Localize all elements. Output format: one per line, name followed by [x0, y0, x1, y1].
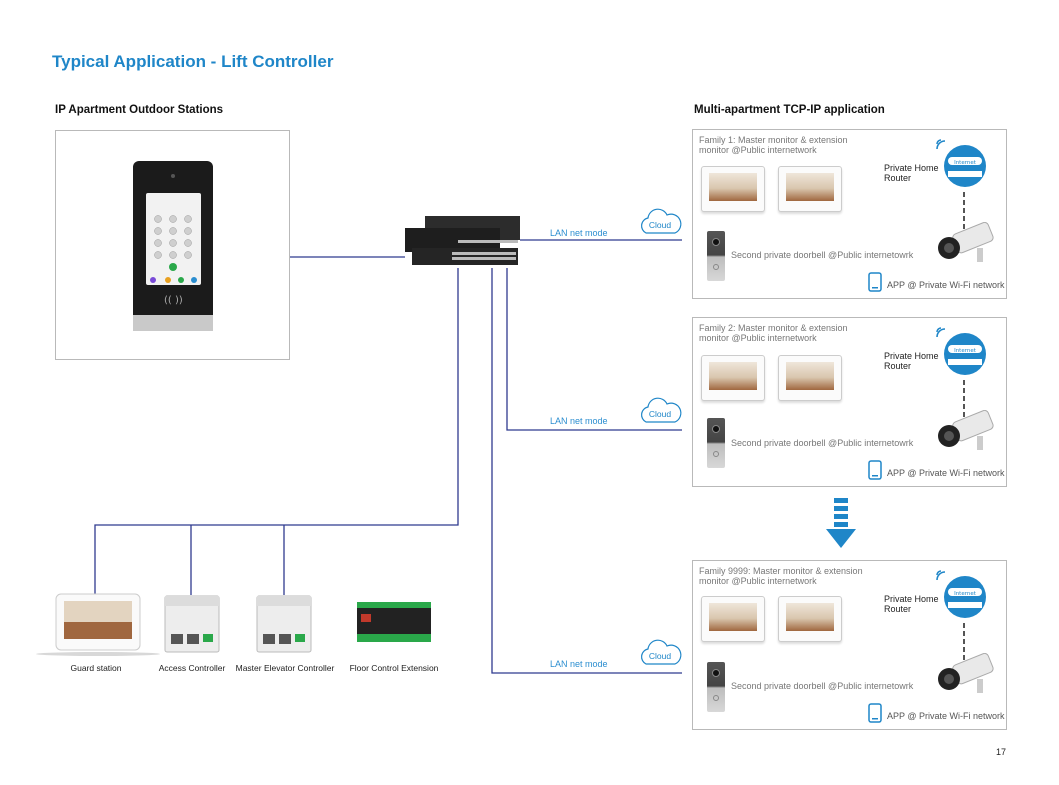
router-icon: Internet — [936, 570, 986, 618]
right-section-heading: Multi-apartment TCP-IP application — [694, 104, 885, 116]
cloud-label: Cloud — [649, 409, 671, 419]
cloud-label: Cloud — [649, 651, 671, 661]
ip-camera-icon — [938, 410, 994, 450]
page-number: 17 — [996, 747, 1007, 757]
cloud-icon: Cloud — [640, 208, 682, 234]
doorbell-label: Second private doorbell @Public internet… — [731, 250, 914, 260]
left-section-heading: IP Apartment Outdoor Stations — [55, 104, 224, 116]
floor-control-extension-icon — [357, 602, 431, 642]
device-label: Master Elevator Controller — [235, 663, 335, 673]
app-label: APP @ Private Wi-Fi network — [887, 280, 1005, 290]
page-title: Typical Application - Lift Controller — [52, 52, 334, 71]
lan-label: LAN net mode — [550, 659, 608, 669]
lan-label: LAN net mode — [550, 416, 608, 426]
extension-monitor — [778, 166, 842, 212]
ip-camera-icon — [938, 653, 994, 693]
svg-text:(( )): (( )) — [164, 295, 183, 306]
family-title: Family 2: Master monitor & extension mon… — [699, 323, 848, 343]
family-panel-9999 — [692, 560, 1007, 730]
lan-label: LAN net mode — [550, 228, 608, 238]
doorbell-icon — [707, 418, 725, 468]
app-label: APP @ Private Wi-Fi network — [887, 711, 1005, 721]
internet-label: Internet — [954, 348, 977, 354]
cloud-icon: Cloud — [640, 639, 682, 665]
family-title: Family 9999: Master monitor & extension … — [699, 566, 863, 586]
network-switch-icon — [405, 216, 520, 265]
router-camera-link — [963, 192, 965, 232]
router-icon: Internet — [936, 327, 986, 375]
cloud-label: Cloud — [649, 220, 671, 230]
router-camera-link — [963, 380, 965, 418]
smartphone-icon — [868, 272, 882, 292]
access-controller-icon — [164, 595, 220, 653]
master-monitor — [701, 596, 765, 642]
family-title: Family 1: Master monitor & extension mon… — [699, 135, 848, 155]
router-icon: Internet — [936, 139, 986, 187]
router-label: Private Home Router — [884, 351, 939, 371]
master-elevator-controller-icon — [256, 595, 312, 653]
device-label: Access Controller — [158, 663, 226, 673]
router-camera-link — [963, 623, 965, 661]
smartphone-icon — [868, 460, 882, 480]
extension-monitor — [778, 596, 842, 642]
master-monitor — [701, 355, 765, 401]
down-arrow-icon — [826, 498, 856, 548]
outdoor-station-keypad-icon: (( )) — [133, 161, 213, 331]
smartphone-icon — [868, 703, 882, 723]
ip-camera-icon — [938, 222, 994, 262]
master-monitor — [701, 166, 765, 212]
cloud-icon: Cloud — [640, 397, 682, 423]
doorbell-icon — [707, 662, 725, 712]
app-label: APP @ Private Wi-Fi network — [887, 468, 1005, 478]
internet-label: Internet — [954, 160, 977, 166]
outdoor-station-panel: (( )) — [55, 130, 290, 360]
router-label: Private Home Router — [884, 594, 939, 614]
device-label: Guard station — [70, 663, 122, 673]
internet-label: Internet — [954, 591, 977, 597]
router-label: Private Home Router — [884, 163, 939, 183]
extension-monitor — [778, 355, 842, 401]
device-label: Floor Control Extension — [349, 663, 439, 673]
doorbell-label: Second private doorbell @Public internet… — [731, 681, 914, 691]
guard-station-icon — [36, 593, 160, 656]
doorbell-label: Second private doorbell @Public internet… — [731, 438, 914, 448]
doorbell-icon — [707, 231, 725, 281]
